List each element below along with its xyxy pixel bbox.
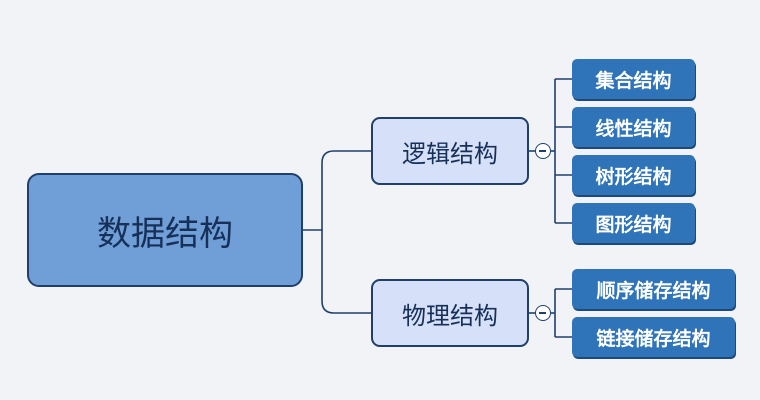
leaf-node-label: 线性结构 [595,117,672,140]
leaf-node-label: 顺序储存结构 [596,279,711,302]
connector-root-logic [303,150,371,231]
leaf-node-label: 链接储存结构 [596,327,711,350]
leaf-node-graph-structure[interactable]: 图形结构 [572,203,695,243]
leaf-node-linked-storage[interactable]: 链接储存结构 [572,317,735,357]
connector-root-physical [321,230,371,314]
leaf-node-sequential-storage[interactable]: 顺序储存结构 [572,269,735,309]
leaf-node-label: 集合结构 [595,69,672,92]
leaf-node-set-structure[interactable]: 集合结构 [572,59,695,99]
minus-circle-icon[interactable] [535,305,551,321]
leaf-node-label: 树形结构 [595,165,672,188]
minus-circle-icon[interactable] [535,143,551,159]
branch-node-label: 逻辑结构 [402,139,498,168]
root-node-label: 数据结构 [97,213,233,254]
leaf-node-tree-structure[interactable]: 树形结构 [572,155,695,195]
branch-node-physical-structure[interactable]: 物理结构 [371,279,529,347]
root-node[interactable]: 数据结构 [27,173,303,287]
leaf-node-linear-structure[interactable]: 线性结构 [572,107,695,147]
branch-node-logical-structure[interactable]: 逻辑结构 [371,117,529,185]
branch-node-label: 物理结构 [402,301,498,330]
leaf-node-label: 图形结构 [595,213,672,236]
